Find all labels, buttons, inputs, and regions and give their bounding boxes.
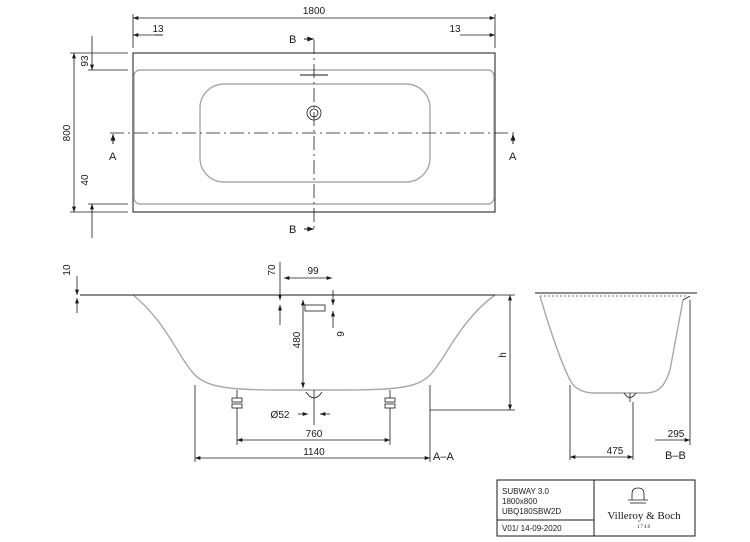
- version-date: V01/ 14-09-2020: [502, 524, 562, 533]
- overflow-fitting: [304, 304, 326, 312]
- section-b-view: 475 295 B–B: [535, 292, 697, 462]
- section-b-label: B–B: [665, 450, 686, 462]
- dim-overflow-offset: 70: [267, 264, 278, 276]
- dim-right-edge: 13: [449, 24, 461, 35]
- dim-depth-h: h: [498, 352, 509, 358]
- dim-top-edge: 93: [80, 55, 91, 67]
- title-block-frame: [496, 479, 696, 537]
- section-b-top: B: [289, 34, 296, 46]
- section-a-view: 10 99 70 9 480 h Ø52: [62, 262, 515, 463]
- dim-drain-diameter: Ø52: [271, 410, 290, 421]
- dim-bottom-edge: 40: [80, 174, 91, 186]
- dim-bottom-length: 1140: [303, 447, 325, 458]
- faucet-logo-icon: [628, 487, 648, 504]
- section-a-label: A–A: [433, 451, 454, 463]
- dim-width: 1800: [303, 6, 326, 17]
- section-b-bottom: B: [289, 224, 296, 236]
- brand-year: 1748: [637, 525, 651, 530]
- section-a-right: A: [509, 151, 517, 163]
- plan-view: 1800 13 13 800 93 40 B B A A: [62, 6, 518, 238]
- product-name: SUBWAY 3.0: [502, 487, 550, 496]
- foot-left: [231, 390, 243, 445]
- dim-depth: 800: [62, 124, 73, 141]
- section-a-profile: [132, 294, 496, 391]
- dim-overflow-width: 99: [307, 266, 319, 277]
- dim-overflow-gap: 9: [336, 331, 347, 337]
- product-code: UBQ180SBW2D: [502, 507, 561, 516]
- foot-right: [384, 390, 396, 445]
- product-size: 1800x800: [502, 497, 538, 506]
- dim-feet-spacing: 760: [306, 429, 323, 440]
- drain-trap: [305, 391, 323, 399]
- section-b-profile: [539, 295, 684, 394]
- dim-left-edge: 13: [152, 24, 164, 35]
- dim-rim-height: 10: [62, 264, 73, 276]
- dim-overflow-height: 480: [292, 331, 303, 348]
- section-a-left: A: [109, 151, 117, 163]
- brand-name: Villeroy & Boch: [607, 510, 681, 522]
- dim-bottom-width: 475: [607, 446, 624, 457]
- dim-offset: 295: [668, 429, 685, 440]
- title-block: SUBWAY 3.0 1800x800 UBQ180SBW2D V01/ 14-…: [496, 479, 696, 537]
